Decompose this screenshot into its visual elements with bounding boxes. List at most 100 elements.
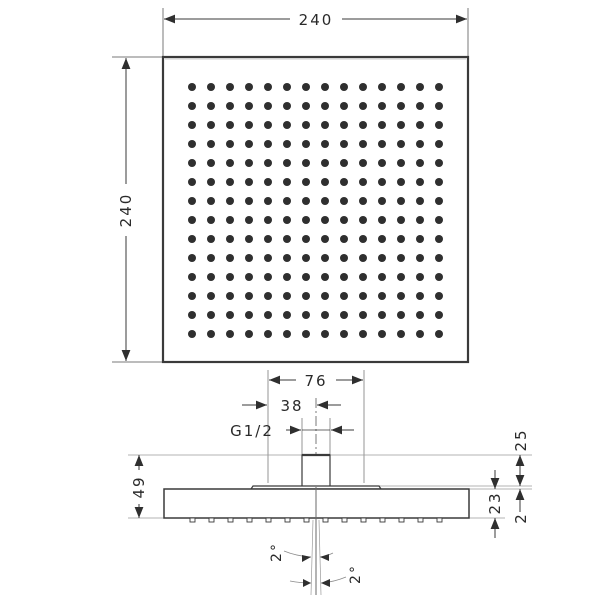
nozzle-dot — [378, 273, 386, 281]
nozzle-dot — [245, 216, 253, 224]
nozzle-dot — [340, 330, 348, 338]
nozzle-dot — [378, 292, 386, 300]
side-nozzle — [398, 517, 405, 523]
nozzle-dot — [359, 292, 367, 300]
nozzle-dot — [302, 102, 310, 110]
nozzle-dot — [416, 102, 424, 110]
nozzle-dot — [283, 102, 291, 110]
nozzle-dot — [188, 330, 196, 338]
angle-right-label: 2° — [348, 564, 364, 584]
nozzle-dot — [207, 197, 215, 205]
nozzle-dot — [397, 330, 405, 338]
nozzle-dot — [340, 311, 348, 319]
nozzle-dot — [397, 216, 405, 224]
nozzle-dot — [188, 159, 196, 167]
nozzle-dot — [435, 140, 443, 148]
nozzle-dot — [397, 197, 405, 205]
neck-25-dimension: 25 2 — [512, 428, 530, 523]
nozzle-dot — [359, 330, 367, 338]
nozzle-dot — [378, 216, 386, 224]
nozzle-dot — [416, 311, 424, 319]
nozzle-dot — [435, 311, 443, 319]
nozzle-dot — [378, 121, 386, 129]
half-span-dimension: 38 — [242, 397, 341, 415]
nozzle-dot — [416, 83, 424, 91]
nozzle-dot — [188, 311, 196, 319]
nozzle-dot — [378, 330, 386, 338]
height-49-dimension: 49 — [130, 455, 148, 518]
nozzle-dot — [321, 235, 329, 243]
side-nozzle — [417, 517, 424, 523]
nozzle-dot — [207, 235, 215, 243]
nozzle-dot — [245, 178, 253, 186]
nozzle-dot — [207, 102, 215, 110]
nozzle-dot — [207, 121, 215, 129]
nozzle-dot — [302, 159, 310, 167]
nozzle-dot — [302, 311, 310, 319]
nozzle-dot — [397, 235, 405, 243]
side-nozzle — [341, 517, 348, 523]
nozzle-dot — [264, 121, 272, 129]
nozzle-dot — [188, 235, 196, 243]
nozzle-dot — [207, 159, 215, 167]
body-23-label: 23 — [486, 491, 504, 514]
nozzle-dot — [321, 159, 329, 167]
nozzle-dot — [264, 235, 272, 243]
nozzle-dot — [283, 292, 291, 300]
half-span-label: 38 — [280, 397, 303, 415]
nozzle-dot — [188, 273, 196, 281]
nozzle-dot — [416, 330, 424, 338]
nozzle-dot — [435, 159, 443, 167]
nozzle-dot — [245, 235, 253, 243]
nozzle-dot — [245, 121, 253, 129]
nozzle-dot — [302, 178, 310, 186]
nozzle-dot — [397, 254, 405, 262]
nozzle-dot — [378, 102, 386, 110]
nozzle-dot — [397, 121, 405, 129]
nozzle-dot — [359, 235, 367, 243]
nozzle-dot — [226, 121, 234, 129]
nozzle-dot — [359, 102, 367, 110]
nozzle-dot — [264, 102, 272, 110]
nozzle-dot — [340, 102, 348, 110]
nozzle-dot — [416, 235, 424, 243]
nozzle-dot — [416, 216, 424, 224]
nozzle-dot — [340, 159, 348, 167]
nozzle-dot — [321, 121, 329, 129]
nozzle-dot — [435, 197, 443, 205]
nozzle-dot — [245, 330, 253, 338]
nozzle-dot — [321, 216, 329, 224]
nozzle-dot — [207, 273, 215, 281]
nozzle-dot — [435, 254, 443, 262]
nozzle-dot — [416, 273, 424, 281]
width-dimension: 240 — [164, 11, 467, 29]
nozzle-dot — [321, 292, 329, 300]
nozzle-dot — [321, 273, 329, 281]
side-nozzle — [436, 517, 443, 523]
nozzle-dot — [321, 83, 329, 91]
nozzle-dot — [397, 273, 405, 281]
nozzle-dot — [207, 216, 215, 224]
nozzle-dot — [397, 178, 405, 186]
nozzle-dot — [226, 330, 234, 338]
nozzle-dot — [416, 254, 424, 262]
body-23-dimension: 23 — [486, 470, 504, 538]
nozzle-dot — [397, 83, 405, 91]
nozzle-dot — [264, 159, 272, 167]
nozzle-dot — [397, 311, 405, 319]
nozzle-dot — [264, 330, 272, 338]
nozzle-dot — [416, 178, 424, 186]
nozzle-dot — [283, 197, 291, 205]
nozzle-dot — [264, 273, 272, 281]
nozzle-dot — [226, 216, 234, 224]
nozzle-dot — [283, 311, 291, 319]
nozzle-dot — [416, 140, 424, 148]
nozzle-dot — [264, 140, 272, 148]
nozzle-dot — [283, 140, 291, 148]
nozzle-dot — [416, 292, 424, 300]
nozzle-dot — [359, 178, 367, 186]
nozzle-dot — [226, 102, 234, 110]
side-nozzle — [360, 517, 367, 523]
neck-25-label: 25 — [512, 428, 530, 451]
